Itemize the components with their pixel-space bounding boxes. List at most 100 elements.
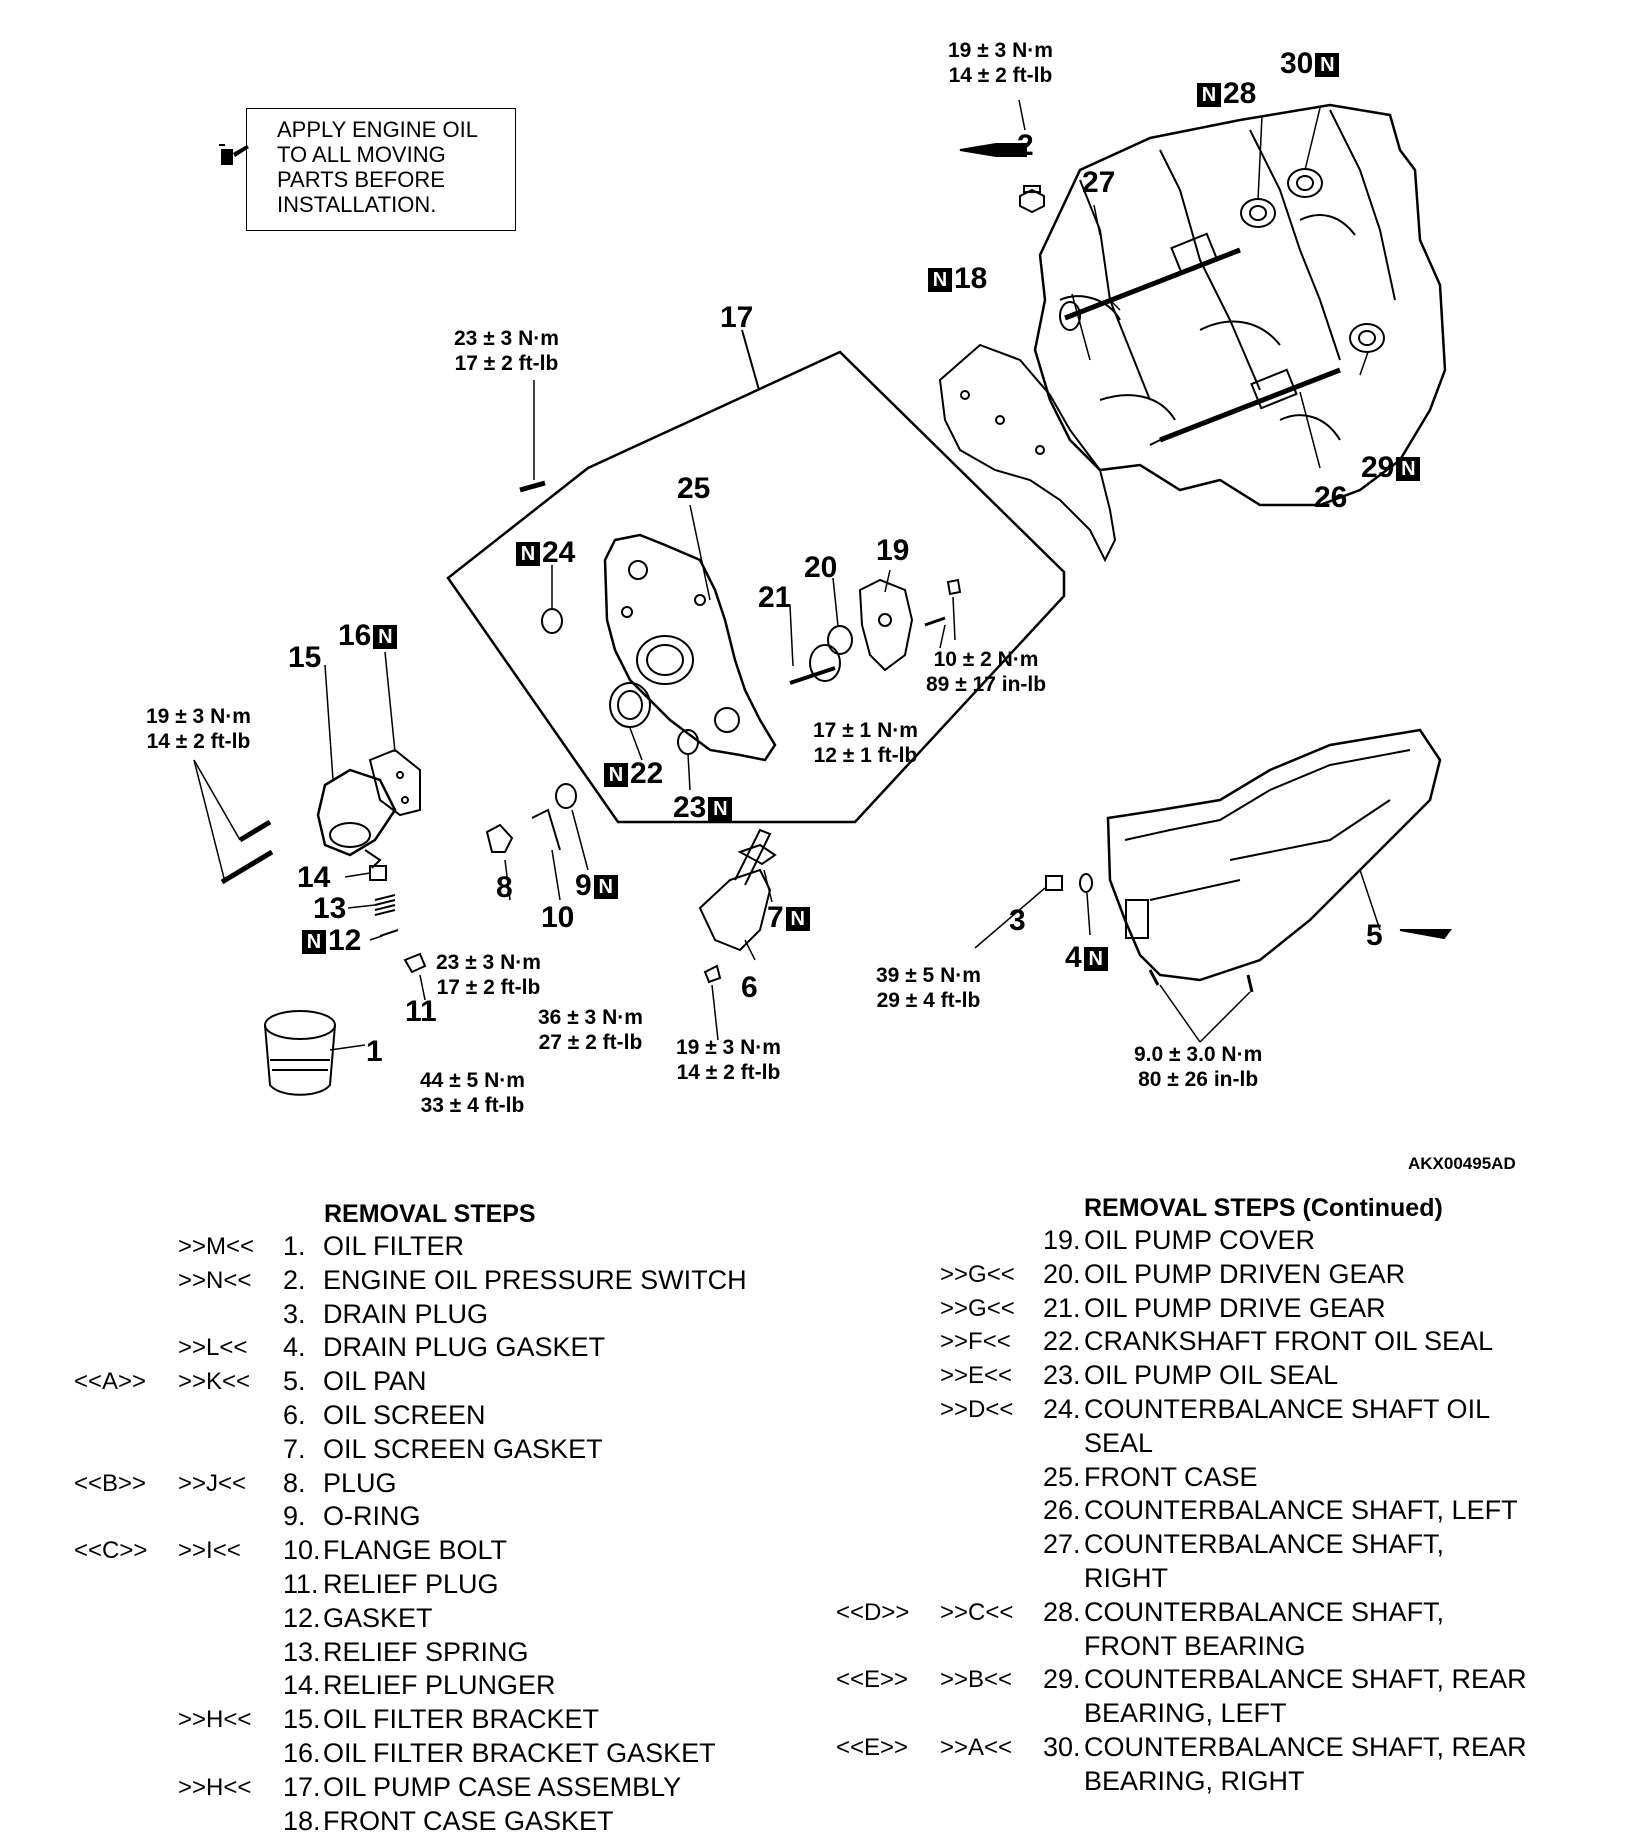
callout-11: 11: [405, 995, 437, 1028]
step-text: ENGINE OIL PRESSURE SWITCH: [323, 1264, 747, 1295]
removal-steps-right: 19.OIL PUMP COVER>>G<<20.OIL PUMP DRIVEN…: [0, 1224, 1632, 1799]
figure-id: AKX00495AD: [1408, 1154, 1516, 1173]
removal-note-ref: >>H<<: [178, 1773, 252, 1801]
removal-note-ref: >>F<<: [940, 1328, 1011, 1356]
callout-5: 5: [1366, 919, 1383, 952]
step-text: RELIEF PLUNGER: [323, 1670, 556, 1701]
removal-step: 11.RELIEF PLUG: [0, 1568, 800, 1602]
new-part-badge: N: [604, 763, 628, 787]
step-text: OIL PUMP COVER: [1084, 1225, 1316, 1255]
drain-plug-gasket: [1079, 873, 1093, 893]
drain-plug: [1045, 875, 1063, 891]
step-number: 3.: [283, 1298, 306, 1329]
oil-screen-gasket: [737, 843, 777, 866]
removal-step: 16.OIL FILTER BRACKET GASKET: [0, 1737, 800, 1771]
step-text: OIL FILTER BRACKET GASKET: [323, 1737, 716, 1768]
removal-step: >>N<<2.ENGINE OIL PRESSURE SWITCH: [0, 1264, 800, 1298]
step-number: 26.: [1043, 1495, 1081, 1526]
removal-note-ref: >>E<<: [940, 1362, 1013, 1390]
step-text: RIGHT: [1084, 1562, 1168, 1593]
oil-pump-cover: [858, 578, 962, 672]
callout-8: 8: [496, 871, 513, 904]
step-number: 13.: [283, 1636, 321, 1667]
new-part-badge: N: [373, 625, 398, 649]
relief-gasket: [379, 929, 399, 937]
removal-step: 14.RELIEF PLUNGER: [0, 1669, 800, 1703]
removal-step: >>H<<17.OIL PUMP CASE ASSEMBLY: [0, 1771, 800, 1805]
step-number: 27.: [1043, 1529, 1081, 1560]
step-text: SEAL: [1084, 1427, 1154, 1458]
step-number: 10.: [283, 1535, 321, 1566]
new-part-badge: N: [1315, 53, 1340, 77]
removal-step: 7.OIL SCREEN GASKET: [0, 1433, 800, 1467]
new-part-badge: N: [785, 907, 810, 931]
step-text: OIL SCREEN: [323, 1399, 486, 1430]
callout-15: 15: [288, 641, 322, 674]
callout-20: 20: [804, 551, 838, 584]
removal-step: SEAL: [0, 1427, 1632, 1461]
removal-step: >>H<< 15.OIL FILTER BRACKET: [0, 1703, 800, 1737]
relief-plug: [403, 952, 427, 974]
cylinder-block: [1033, 103, 1447, 507]
removal-step: <<D>>>>C<<28.COUNTERBALANCE SHAFT,: [0, 1596, 1632, 1630]
new-part-badge: N: [1197, 83, 1221, 107]
callout-26: 26: [1314, 481, 1348, 514]
install-note-ref: <<D>>: [836, 1598, 910, 1626]
step-number: 25.: [1043, 1461, 1081, 1492]
removal-step: RIGHT: [0, 1562, 1632, 1596]
removal-step: >>M<<1.OIL FILTER: [0, 1230, 800, 1264]
removal-step: >>F<<22.CRANKSHAFT FRONT OIL SEAL: [0, 1325, 1632, 1359]
step-text: RELIEF PLUG: [323, 1568, 499, 1599]
new-part-badge: N: [928, 268, 952, 292]
removal-step: >>L<<4.DRAIN PLUG GASKET: [0, 1331, 800, 1365]
removal-step: 18.FRONT CASE GASKET: [0, 1805, 800, 1838]
step-number: 7.: [283, 1433, 306, 1464]
step-text: COUNTERBALANCE SHAFT OIL: [1084, 1393, 1491, 1424]
new-part-badge: N: [302, 930, 326, 954]
step-number: 5.: [283, 1366, 306, 1397]
step-number: 15.: [283, 1704, 321, 1735]
step-number: 12.: [283, 1602, 321, 1633]
step-text: OIL FILTER BRACKET: [323, 1704, 600, 1735]
removal-step: >>E<<23.OIL PUMP OIL SEAL: [0, 1359, 1632, 1393]
step-text: PLUG: [323, 1467, 397, 1498]
removal-step: 9.O-RING: [0, 1500, 800, 1534]
step-number: 20.: [1043, 1258, 1081, 1289]
install-note-ref: <<E>>: [836, 1666, 909, 1694]
step-text: OIL PUMP DRIVE GEAR: [1084, 1292, 1386, 1323]
step-number: 16.: [283, 1737, 321, 1768]
counterbalance-shaft-oil-seal: [541, 608, 563, 634]
removal-note-ref: >>M<<: [178, 1233, 255, 1260]
step-number: 6.: [283, 1399, 306, 1430]
oil-pump-case-outline: [446, 329, 1066, 824]
callout-21: 21: [758, 581, 792, 614]
removal-note-ref: >>H<<: [178, 1706, 252, 1734]
step-text: COUNTERBALANCE SHAFT,: [1084, 1596, 1445, 1627]
install-note-ref: <<B>>: [74, 1469, 147, 1497]
removal-step: >>G<<20.OIL PUMP DRIVEN GEAR: [0, 1258, 1632, 1292]
step-text: OIL PUMP OIL SEAL: [1084, 1360, 1339, 1391]
removal-step: <<E>>>>A<<30.COUNTERBALANCE SHAFT, REAR: [0, 1731, 1632, 1765]
step-number: 8.: [283, 1467, 306, 1498]
removal-step: 6. OIL SCREEN: [0, 1399, 800, 1433]
callout-27: 27: [1082, 166, 1116, 199]
install-note-ref: <<C>>: [74, 1537, 148, 1565]
oil-screen: [698, 828, 772, 952]
step-text: COUNTERBALANCE SHAFT, REAR: [1084, 1731, 1527, 1762]
step-text: BEARING, LEFT: [1084, 1698, 1287, 1729]
new-part-badge: N: [1396, 457, 1421, 481]
oil-filter: [264, 1010, 336, 1096]
